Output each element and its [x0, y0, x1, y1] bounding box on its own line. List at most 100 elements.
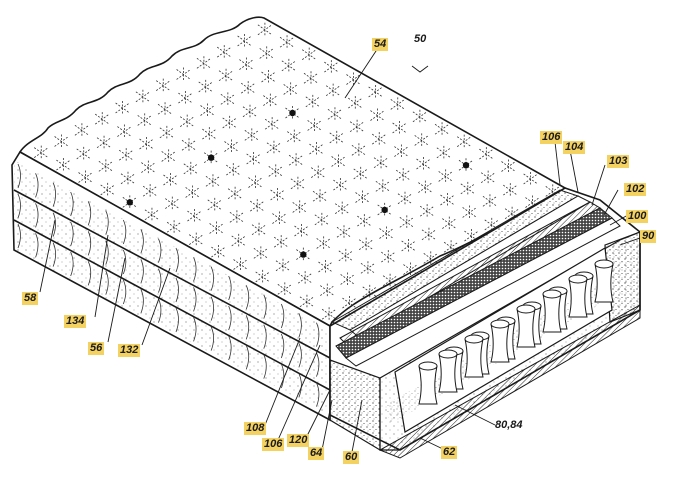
- quilt-star: [355, 190, 370, 205]
- quilt-star: [357, 214, 372, 229]
- pocket-coil: [594, 259, 614, 303]
- tier-cell-line: [17, 223, 21, 249]
- label-104: 104: [563, 141, 586, 154]
- quilt-star: [294, 223, 309, 238]
- quilt-star: [373, 155, 389, 170]
- quilt-star: [436, 145, 452, 160]
- quilt-star: [482, 194, 498, 209]
- quilt-star: [368, 84, 383, 99]
- quilt-star: [360, 261, 376, 276]
- quilt-star: [275, 258, 291, 273]
- quilt-star: [211, 245, 226, 260]
- tier-cell-line: [193, 317, 197, 342]
- tier-cell-line: [122, 279, 127, 305]
- quilt-star: [401, 238, 416, 253]
- tier-cell-line: [298, 373, 302, 398]
- label-80-84: 80,84: [495, 419, 523, 431]
- tier-cell-line: [245, 285, 250, 310]
- quilt-star: [263, 93, 278, 108]
- tier-cell-line: [210, 296, 215, 321]
- tier-cell-line: [245, 345, 250, 370]
- pocket-coil: [516, 304, 536, 348]
- tier-cell-line: [175, 277, 179, 303]
- quilt-star: [277, 282, 293, 297]
- quilt-star: [139, 136, 154, 151]
- tier-cell-line: [263, 324, 267, 349]
- quilt-star: [270, 187, 285, 202]
- label-58: 58: [22, 292, 39, 305]
- quilt-star: [135, 89, 151, 104]
- quilt-star: [115, 100, 130, 115]
- quilt-star: [434, 122, 450, 137]
- quilt-star: [381, 250, 396, 265]
- quilt-star: [187, 209, 202, 224]
- quilt-star: [264, 117, 280, 132]
- tier-cell-line: [263, 294, 267, 319]
- label-60: 60: [343, 451, 360, 464]
- quilt-star: [305, 94, 321, 109]
- quilt-star: [196, 56, 212, 71]
- quilt-star: [218, 68, 234, 83]
- quilt-star: [283, 82, 298, 97]
- quilt-star: [416, 156, 431, 171]
- quilt-star: [144, 207, 160, 222]
- tuft-button: [126, 199, 134, 206]
- quilt-star: [222, 115, 237, 130]
- tier-cell-line: [175, 307, 179, 333]
- quilt-star: [414, 133, 429, 148]
- quilt-star: [460, 181, 476, 196]
- tier-cell-line: [122, 249, 127, 275]
- quilt-star: [237, 33, 252, 48]
- tufting-buttons: [126, 109, 470, 258]
- quilt-star: [178, 91, 193, 106]
- tier-cell-line: [193, 257, 197, 282]
- quilt-star: [253, 246, 269, 261]
- label-90: 90: [640, 230, 657, 243]
- quilt-star: [231, 233, 246, 248]
- quilt-star: [183, 161, 199, 176]
- quilt-star: [239, 57, 254, 72]
- pocket-coil: [568, 274, 588, 318]
- quilt-star: [95, 112, 110, 127]
- quilt-star: [316, 236, 331, 251]
- pocketed-coils: [418, 259, 614, 405]
- tier-cell-line: [263, 354, 267, 379]
- quilt-star: [318, 260, 333, 275]
- tier-cell-line: [70, 191, 74, 217]
- quilt-star: [251, 222, 267, 237]
- quilt-star: [202, 127, 217, 142]
- quilt-star: [165, 196, 180, 211]
- quilt-star: [176, 67, 191, 82]
- quilt-star: [327, 107, 343, 122]
- quilt-star: [209, 221, 224, 236]
- quilt-star: [157, 102, 173, 117]
- quilt-star: [297, 271, 313, 286]
- quilt-star: [137, 113, 152, 128]
- tier-cell-line: [122, 219, 127, 245]
- quilt-star: [412, 109, 428, 124]
- quilt-star: [395, 168, 411, 183]
- quilt-star: [288, 153, 304, 168]
- quilt-star: [333, 178, 348, 193]
- quilt-star: [273, 235, 289, 250]
- quilt-star: [261, 69, 276, 84]
- quilt-star: [272, 211, 287, 226]
- tier-cell-line: [316, 352, 320, 377]
- quilt-star: [185, 185, 200, 200]
- tuft-button: [300, 251, 307, 258]
- quilt-star: [156, 78, 171, 93]
- quilt-star: [255, 269, 270, 284]
- tier-cell-line: [35, 173, 39, 198]
- tier-cell-line: [280, 333, 285, 359]
- tier-cell-line: [140, 259, 144, 284]
- quilt-star: [281, 58, 297, 73]
- quilt-star: [250, 199, 265, 214]
- quilt-star: [100, 182, 115, 197]
- tier-cell-line: [17, 163, 21, 189]
- quilt-star: [346, 72, 361, 87]
- tier-cell-line: [280, 363, 285, 389]
- quilt-star: [314, 212, 330, 227]
- label-120: 120: [287, 434, 310, 447]
- quilt-star: [292, 200, 307, 215]
